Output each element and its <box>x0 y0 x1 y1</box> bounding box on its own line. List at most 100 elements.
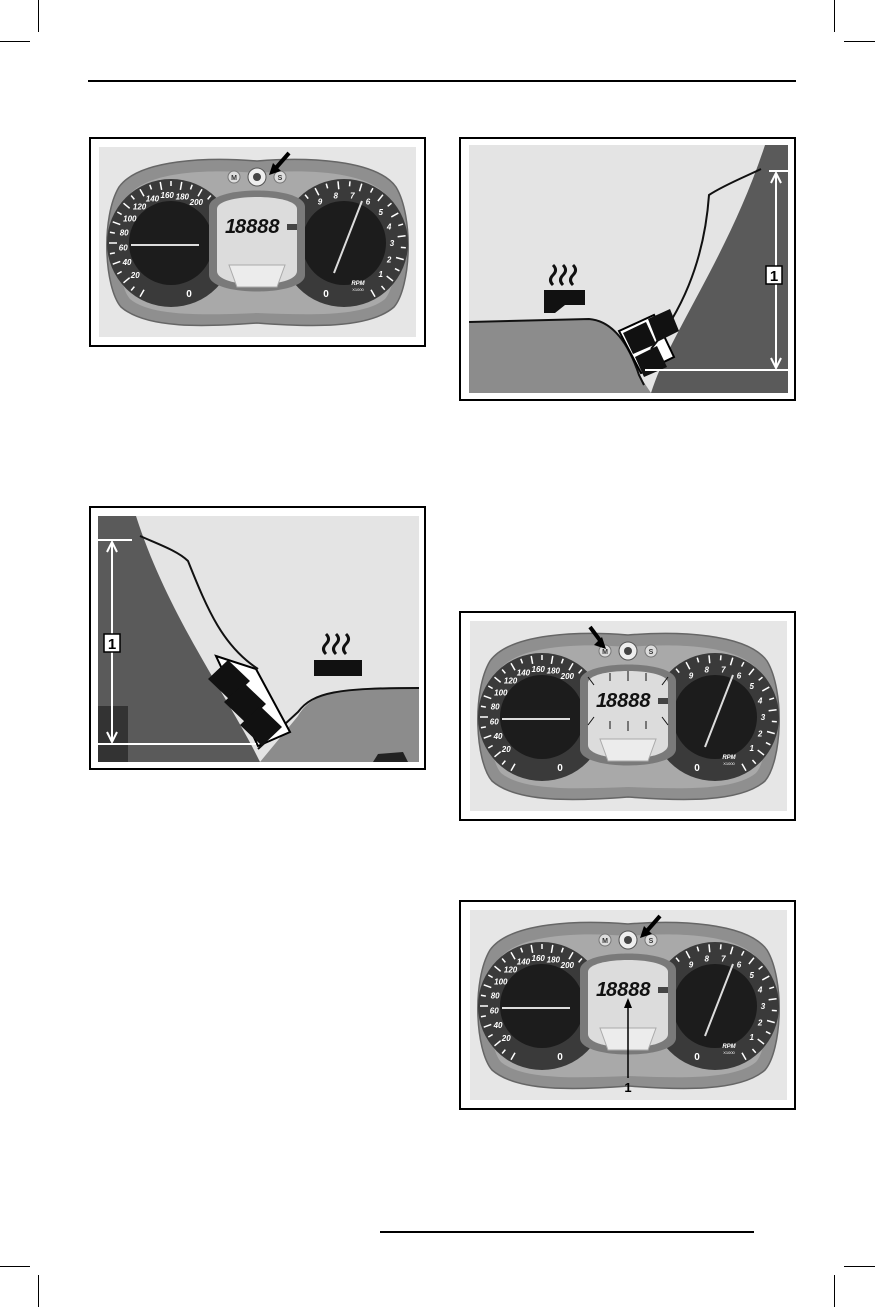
speed-tick-label: 180 <box>176 192 190 201</box>
speed-tick <box>487 974 494 979</box>
speed-tick <box>197 188 203 197</box>
display-lead-digit: 1 <box>225 216 236 238</box>
rpm-tick <box>758 965 763 970</box>
rpm-tick <box>758 676 763 681</box>
speed-tick <box>123 202 131 209</box>
speed-tick <box>483 695 492 700</box>
speed-tick-label: 80 <box>491 702 500 711</box>
rpm-zero-label: 0 <box>694 1052 700 1063</box>
heat-level-bar <box>240 706 282 746</box>
rpm-needle <box>704 674 734 748</box>
speed-tick <box>159 181 163 190</box>
speed-tick <box>116 211 123 216</box>
rpm-tick-label: 5 <box>379 208 384 217</box>
rpm-tick <box>708 944 711 953</box>
speed-tick <box>494 676 502 683</box>
rpm-tick-label: 3 <box>390 239 395 248</box>
rpm-tick-label: 8 <box>704 955 709 964</box>
brand-logo-icon <box>253 173 261 181</box>
display-lead-digit: 1 <box>596 690 607 712</box>
rpm-tick <box>398 223 404 227</box>
rpm-tick-label: 2 <box>386 255 392 264</box>
rpm-tick <box>748 668 755 676</box>
rpm-tick <box>325 183 329 189</box>
speed-tick <box>149 184 153 190</box>
callout-label: 1 <box>770 268 778 285</box>
speed-gauge-face <box>500 964 584 1048</box>
speed-tick-label: 60 <box>490 718 499 727</box>
footer-rule <box>380 1231 754 1233</box>
segment-indicator-line <box>661 716 669 726</box>
speed-tick-label: 120 <box>504 677 518 686</box>
callout-label: 1 <box>624 1080 631 1095</box>
speed-tick <box>510 951 516 960</box>
rpm-tick-label: 8 <box>704 666 709 675</box>
crop-mark <box>38 0 39 32</box>
speed-tick <box>130 286 135 291</box>
display-lower-segment <box>228 264 286 288</box>
speed-tick-label: 200 <box>560 961 575 970</box>
speed-tick-label: 80 <box>491 991 500 1000</box>
rpm-tick <box>729 657 734 666</box>
rpm-tick <box>696 946 700 952</box>
speed-tick-label: 160 <box>532 665 546 674</box>
speed-tick <box>480 1015 486 1018</box>
rpm-tick <box>377 194 384 202</box>
speed-tick <box>501 958 506 963</box>
rpm-tick <box>769 986 775 990</box>
display-digits: 8888 <box>235 216 280 238</box>
rpm-tick-label: 1 <box>750 1033 755 1042</box>
rpm-gauge-face <box>673 964 757 1048</box>
speed-tick-label: 40 <box>493 732 503 741</box>
segment-indicator-line <box>661 676 669 686</box>
speed-gauge-face <box>500 675 584 759</box>
callout-label: 1 <box>108 636 116 653</box>
speed-gauge-face <box>129 201 213 285</box>
display-unit-indicator <box>658 987 668 993</box>
speed-tick <box>483 734 492 739</box>
speed-tick-label: 80 <box>120 228 129 237</box>
rpm-tick-label: 4 <box>757 986 763 995</box>
speed-zero-label: 0 <box>557 1052 563 1063</box>
set-button <box>644 644 658 658</box>
segment-indicator-line <box>587 676 595 686</box>
rpm-tick-label: 6 <box>737 671 742 680</box>
rpm-tick-label: 9 <box>318 197 323 206</box>
speed-zero-label: 0 <box>186 289 192 300</box>
speed-tick <box>483 1023 492 1028</box>
rpm-needle <box>704 963 734 1037</box>
display-unit-indicator <box>287 224 297 230</box>
grip-heater-left-diagram: 1 <box>98 516 419 762</box>
speed-tick <box>207 195 212 200</box>
speed-tick-label: 140 <box>517 669 531 678</box>
rpm-tick <box>314 187 320 196</box>
speed-tick <box>494 751 502 758</box>
rpm-tick <box>369 187 374 193</box>
speed-tick <box>487 744 494 749</box>
rpm-tick <box>380 285 386 291</box>
rpm-tick <box>766 730 775 735</box>
speed-tick <box>112 221 121 226</box>
speed-tick <box>568 662 574 671</box>
rpm-multiplier-label: X1000 <box>723 761 735 766</box>
heat-level-bar <box>648 309 679 342</box>
rpm-tick-label: 1 <box>379 270 384 279</box>
speed-tick <box>510 1052 516 1061</box>
speed-tick <box>116 270 123 275</box>
rpm-zero-label: 0 <box>323 289 329 300</box>
speed-tick <box>480 994 486 997</box>
rpm-tick-label: 9 <box>689 671 694 680</box>
rpm-multiplier-label: X1000 <box>723 1050 735 1055</box>
rpm-tick <box>675 668 680 674</box>
speed-tick <box>550 944 554 953</box>
speed-tick <box>483 984 492 989</box>
speed-tick <box>179 181 183 190</box>
speed-tick <box>109 252 115 255</box>
rpm-tick-label: 8 <box>333 192 338 201</box>
header-rule <box>88 80 796 82</box>
speed-tick-label: 140 <box>146 195 160 204</box>
rpm-tick <box>751 1048 757 1054</box>
